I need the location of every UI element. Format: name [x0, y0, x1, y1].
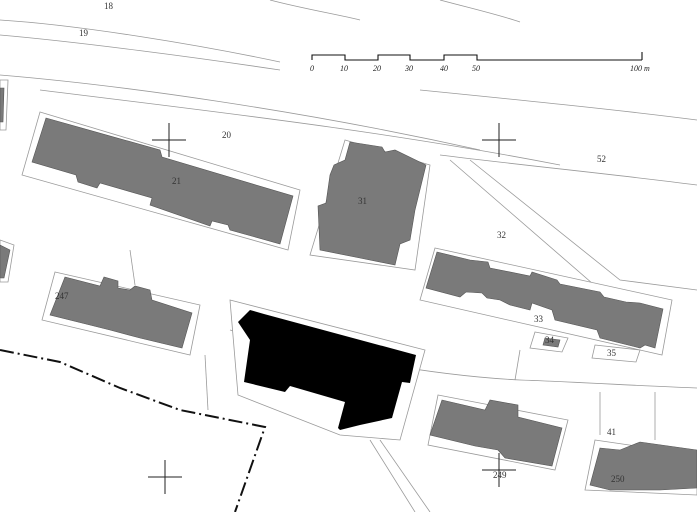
cross-icon	[482, 123, 516, 157]
scale-tick-30: 30	[404, 64, 413, 73]
parcel-label: 52	[597, 154, 606, 164]
parcel-label: 35	[607, 348, 617, 358]
parcel-label: 34	[545, 335, 555, 345]
scale-tick-10: 10	[340, 64, 348, 73]
building-21	[31, 117, 294, 245]
scale-tick-20: 20	[373, 64, 381, 73]
boundary-line	[0, 349, 267, 512]
parcel-label: 33	[534, 314, 544, 324]
parcel-label: 249	[493, 470, 507, 480]
parcel-label: 19	[79, 28, 89, 38]
scale-tick-0: 0	[310, 64, 314, 73]
cross-icon	[152, 123, 186, 157]
survey-crosses	[148, 123, 516, 494]
cross-icon	[482, 453, 516, 487]
cross-icon	[148, 460, 182, 494]
parcel-label: 32	[497, 230, 506, 240]
buildings	[0, 87, 697, 491]
building-31	[317, 141, 427, 266]
building-249	[429, 399, 563, 467]
building-250	[589, 441, 697, 491]
scale-tick-40: 40	[440, 64, 448, 73]
parcel-label: 18	[104, 1, 114, 11]
highlighted-building	[238, 310, 416, 430]
scale-tick-50: 50	[472, 64, 480, 73]
building-32-33	[425, 251, 664, 349]
scale-bar: 0 10 20 30 40 50 100 m	[310, 52, 650, 73]
building-34-shed	[542, 337, 561, 348]
building-247	[49, 276, 193, 349]
parcel-label: 250	[611, 474, 625, 484]
parcel-label: 41	[607, 427, 616, 437]
parcel-label: 20	[222, 130, 232, 140]
building-left-edge-mid	[0, 244, 11, 279]
building-left-edge-top	[0, 87, 5, 123]
parcel-label: 31	[358, 196, 367, 206]
parcel-label: 21	[172, 176, 181, 186]
scale-tick-100m: 100 m	[630, 64, 650, 73]
parcel-label: 247	[55, 291, 69, 301]
parcel-labels: 18 19 20 21 31 32 33 34 35 41 52 247 249…	[55, 1, 625, 484]
